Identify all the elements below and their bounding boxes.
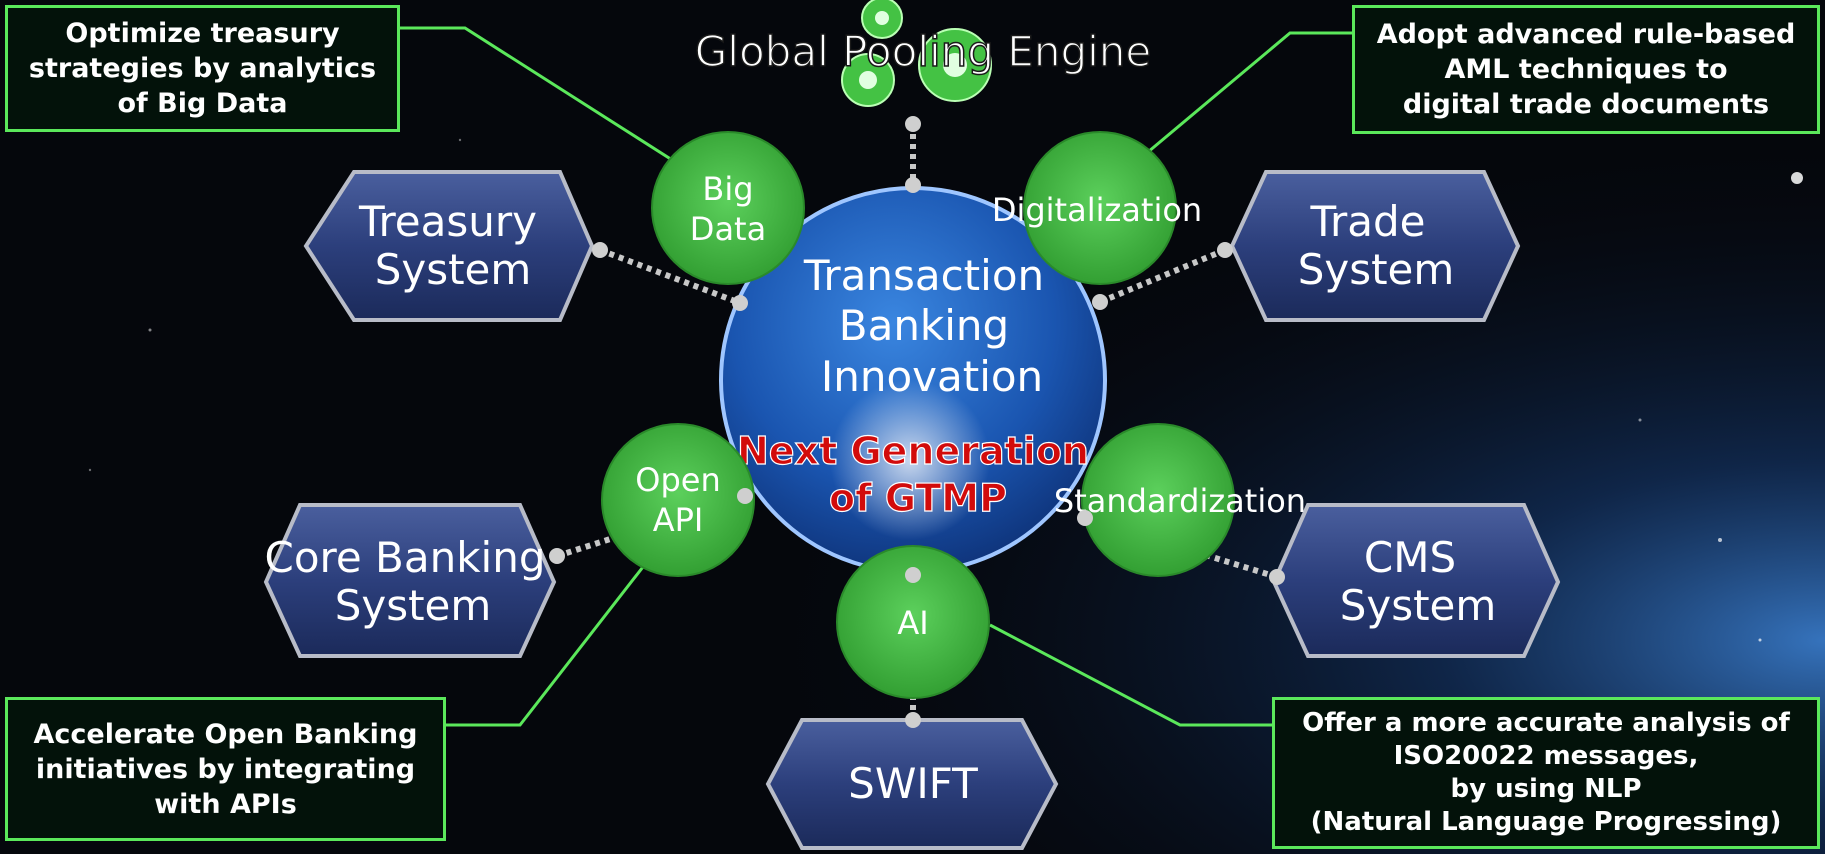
hexagon-core-line2: System (335, 581, 492, 630)
hexagon-swift-label: SWIFT (848, 759, 978, 808)
leader-open-api (446, 544, 662, 727)
center-line1: Transaction (803, 251, 1044, 300)
subtitle-line2: of GTMP (829, 476, 1007, 520)
callout-open-api: Accelerate Open Banking initiatives by i… (5, 697, 446, 841)
callout-digitalization-text: Adopt advanced rule-based AML techniques… (1376, 19, 1796, 120)
tech-open-api-line2: API (653, 501, 704, 539)
tech-ai: AI (836, 545, 990, 699)
hexagon-core-banking: Core Banking System (263, 503, 557, 658)
hexagon-treasury-line2: System (375, 245, 532, 294)
callout-big-data-text: Optimize treasury strategies by analytic… (28, 18, 377, 119)
hexagon-treasury-line1: Treasury (358, 197, 537, 246)
callout-leaders (400, 26, 1352, 727)
tech-big-data-line2: Data (690, 210, 766, 248)
leader-big-data (400, 26, 681, 167)
global-pooling-label: Global Pooling Engine (695, 27, 1151, 76)
tech-open-api: Open API (601, 423, 755, 577)
hexagon-cms-line2: System (1340, 581, 1497, 630)
leader-digitalization (1147, 31, 1352, 154)
callout-ai: Offer a more accurate analysis of ISO200… (1272, 697, 1820, 849)
tech-big-data: Big Data (651, 131, 805, 285)
tech-digitalization-label: Digitalization (992, 191, 1202, 229)
tech-digitalization: Digitalization (992, 131, 1202, 285)
callout-digitalization: Adopt advanced rule-based AML techniques… (1352, 5, 1820, 134)
center-line3: Innovation (821, 352, 1043, 401)
hexagon-core-line1: Core Banking (265, 533, 546, 582)
leader-ai (989, 623, 1272, 727)
hexagon-cms-line1: CMS (1364, 533, 1456, 582)
stars (88, 138, 1803, 762)
connector-treasury (598, 247, 742, 306)
hexagon-trade: Trade System (1229, 170, 1521, 322)
tech-big-data-line1: Big (702, 170, 753, 208)
connector-dots (549, 116, 1285, 728)
callout-ai-text: Offer a more accurate analysis of ISO200… (1302, 708, 1790, 837)
hexagon-swift: SWIFT (765, 718, 1059, 850)
tech-open-api-line1: Open (635, 461, 720, 499)
callout-open-api-text: Accelerate Open Banking initiatives by i… (33, 718, 418, 820)
center-circle: Transaction Banking Innovation Next Gene… (719, 186, 1107, 574)
hexagon-treasury: Treasury System (303, 170, 595, 322)
hexagon-cms: CMS System (1271, 503, 1561, 658)
subtitle-line1: Next Generation (737, 429, 1089, 473)
hexagon-trade-line2: System (1298, 245, 1455, 294)
center-line2: Banking (839, 301, 1009, 350)
gears-icon (841, 0, 992, 107)
tech-standardization: Standardization (1054, 423, 1306, 577)
hexagon-trade-line1: Trade (1310, 197, 1426, 246)
callout-big-data: Optimize treasury strategies by analytic… (5, 5, 400, 132)
tech-ai-label: AI (897, 604, 928, 642)
sparkle (830, 380, 990, 540)
tech-standardization-label: Standardization (1054, 482, 1306, 520)
connector-trade (1098, 247, 1227, 305)
